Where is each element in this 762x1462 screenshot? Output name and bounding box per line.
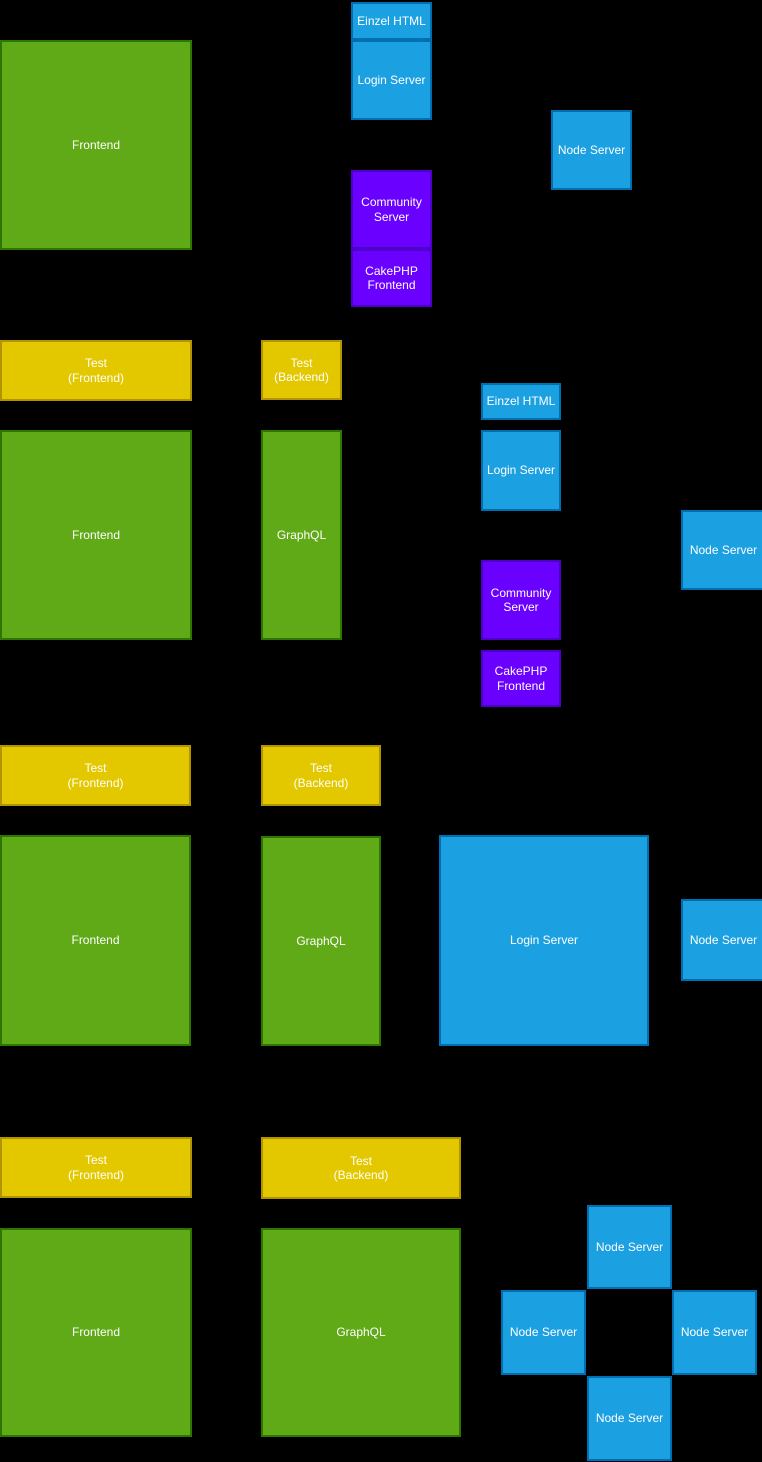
node-label: Node Server [680, 1325, 749, 1340]
node-node-server[interactable]: Node Server [681, 899, 762, 981]
node-label: Node Server [689, 932, 758, 947]
node-test-backend[interactable]: Test (Backend) [261, 340, 342, 400]
node-label: Einzel HTML [357, 13, 426, 28]
node-node-server[interactable]: Node Server [551, 110, 632, 190]
node-label: Einzel HTML [486, 394, 556, 409]
node-label: Frontend [71, 137, 121, 152]
node-label: Test (Frontend) [67, 356, 125, 385]
node-label: GraphQL [336, 1325, 386, 1340]
node-node-server[interactable]: Node Server [501, 1290, 586, 1375]
node-label: GraphQL [296, 933, 346, 948]
node-label: Login Server [357, 72, 426, 87]
node-login-server[interactable]: Login Server [351, 40, 432, 120]
node-graphql[interactable]: GraphQL [261, 1228, 461, 1437]
node-label: Node Server [689, 542, 758, 557]
node-label: Node Server [595, 1239, 664, 1254]
node-cakephp-frontend[interactable]: CakePHP Frontend [481, 650, 561, 707]
node-graphql[interactable]: GraphQL [261, 836, 381, 1046]
node-label: Node Server [509, 1325, 578, 1340]
node-einzel-html[interactable]: Einzel HTML [351, 2, 432, 40]
node-label: Frontend [71, 527, 121, 542]
node-label: Test (Backend) [333, 1153, 389, 1182]
node-test-backend[interactable]: Test (Backend) [261, 745, 381, 806]
node-label: Test (Frontend) [67, 761, 124, 790]
node-label: Test (Frontend) [67, 1153, 125, 1182]
node-label: Login Server [486, 463, 556, 478]
node-einzel-html[interactable]: Einzel HTML [481, 383, 561, 420]
node-label: Frontend [71, 933, 120, 948]
node-label: Community Server [361, 195, 422, 224]
node-community-server[interactable]: Community Server [351, 170, 432, 249]
node-label: Frontend [71, 1325, 121, 1340]
node-test-frontend[interactable]: Test (Frontend) [0, 745, 191, 806]
node-label: Community Server [490, 585, 552, 614]
node-frontend[interactable]: Frontend [0, 430, 192, 640]
node-cakephp-frontend[interactable]: CakePHP Frontend [351, 249, 432, 307]
node-login-server[interactable]: Login Server [481, 430, 561, 511]
node-node-server[interactable]: Node Server [587, 1376, 672, 1461]
node-node-server[interactable]: Node Server [681, 510, 762, 590]
node-label: CakePHP Frontend [365, 263, 418, 292]
node-label: GraphQL [276, 527, 327, 542]
node-label: Test (Backend) [274, 355, 329, 384]
node-label: Node Server [557, 142, 626, 157]
node-frontend[interactable]: Frontend [0, 1228, 192, 1437]
node-label: Login Server [509, 933, 579, 948]
node-label: Test (Backend) [293, 761, 349, 790]
node-label: Node Server [595, 1411, 664, 1426]
node-community-server[interactable]: Community Server [481, 560, 561, 640]
node-node-server[interactable]: Node Server [672, 1290, 757, 1375]
node-frontend[interactable]: Frontend [0, 835, 191, 1046]
node-label: CakePHP Frontend [494, 664, 548, 693]
node-test-frontend[interactable]: Test (Frontend) [0, 1137, 192, 1198]
node-graphql[interactable]: GraphQL [261, 430, 342, 640]
node-frontend[interactable]: Frontend [0, 40, 192, 250]
node-login-server[interactable]: Login Server [439, 835, 649, 1046]
node-test-frontend[interactable]: Test (Frontend) [0, 340, 192, 401]
node-test-backend[interactable]: Test (Backend) [261, 1137, 461, 1199]
node-node-server[interactable]: Node Server [587, 1205, 672, 1289]
